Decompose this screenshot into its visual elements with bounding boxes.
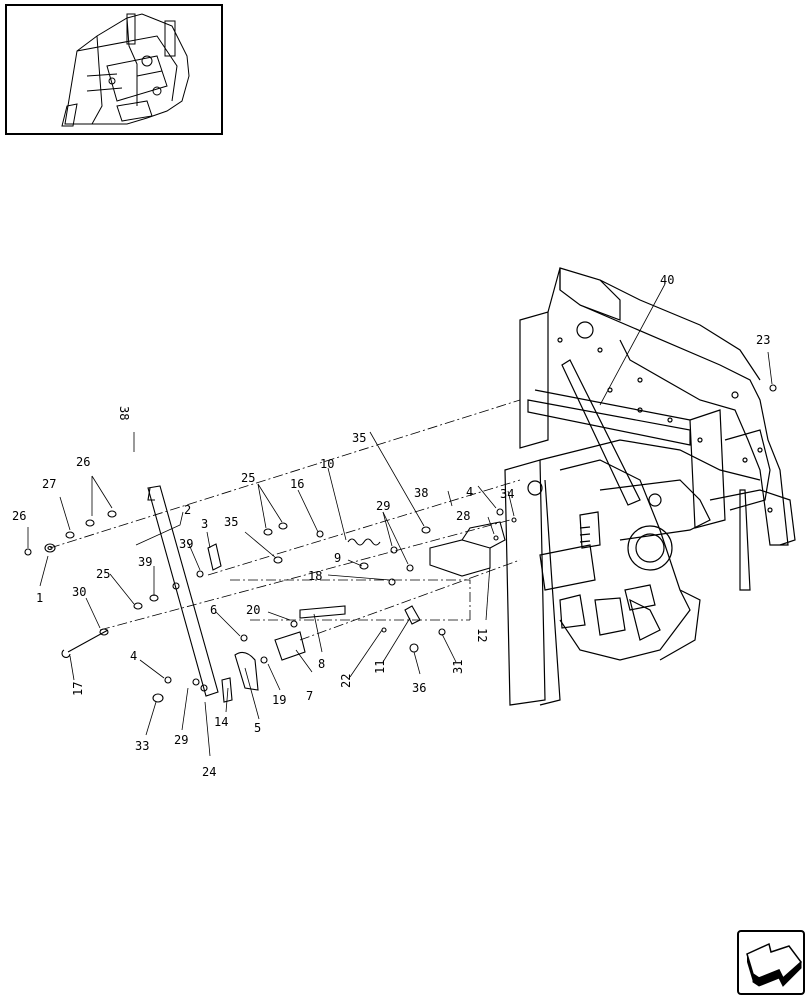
callout-25-upper: 25 [241, 471, 255, 485]
leader-lines [27, 283, 773, 757]
callout-10: 10 [320, 457, 334, 471]
callout-9: 9 [334, 551, 341, 565]
callout-25-left: 25 [96, 567, 110, 581]
callout-23: 23 [756, 333, 770, 347]
callout-3: 3 [201, 517, 208, 531]
spring-10 [347, 538, 381, 546]
pin-3 [207, 543, 222, 571]
callout-5: 5 [254, 721, 261, 735]
callout-35-left: 35 [224, 515, 238, 529]
main-frame [504, 267, 796, 706]
callout-29-upper: 29 [376, 499, 390, 513]
bracket-11 [404, 605, 421, 625]
callout-28: 28 [456, 509, 470, 523]
callout-18: 18 [308, 569, 322, 583]
callout-29-bottom: 29 [174, 733, 188, 747]
callout-2: 2 [184, 503, 191, 517]
next-page-arrow-icon [746, 942, 803, 987]
next-page-button[interactable] [737, 930, 805, 995]
callout-20: 20 [246, 603, 260, 617]
callout-33: 33 [135, 739, 149, 753]
callout-14: 14 [214, 715, 228, 729]
callout-7: 7 [306, 689, 313, 703]
callout-39-left: 39 [138, 555, 152, 569]
bolt-17 [61, 629, 109, 658]
callout-22: 22 [339, 674, 353, 688]
center-lines [49, 399, 521, 641]
callout-19: 19 [272, 693, 286, 707]
callout-17: 17 [71, 682, 85, 696]
callout-31: 31 [451, 660, 465, 674]
callout-39-right: 39 [179, 537, 193, 551]
bracket-14 [221, 677, 233, 703]
callout-6: 6 [210, 603, 217, 617]
callout-27: 27 [42, 477, 56, 491]
callout-40: 40 [660, 273, 674, 287]
callout-36: 36 [412, 681, 426, 695]
thumbnail-assembly-icon [61, 13, 190, 127]
overview-thumbnail [5, 4, 223, 135]
callout-24: 24 [202, 765, 216, 779]
callout-11: 11 [373, 660, 387, 674]
cam-5 [234, 651, 259, 691]
callout-35-right: 35 [352, 431, 366, 445]
callout-38-top: 38 [117, 406, 131, 420]
callout-8: 8 [318, 657, 325, 671]
callout-4-right: 4 [466, 485, 473, 499]
rod-8 [299, 605, 346, 619]
plate-7 [274, 631, 306, 661]
callout-26-left: 26 [12, 509, 26, 523]
bracket-12 [429, 539, 491, 577]
lever-arm [147, 485, 219, 697]
callout-1: 1 [36, 591, 43, 605]
callout-38-mid: 38 [414, 486, 428, 500]
callout-12: 12 [475, 628, 489, 642]
callouts: 38 26 27 26 1 2 3 39 39 25 30 17 4 33 29… [12, 273, 770, 779]
callout-34: 34 [500, 487, 514, 501]
callout-4-left: 4 [130, 649, 137, 663]
callout-30: 30 [72, 585, 86, 599]
callout-16: 16 [290, 477, 304, 491]
callout-26-upper: 26 [76, 455, 90, 469]
